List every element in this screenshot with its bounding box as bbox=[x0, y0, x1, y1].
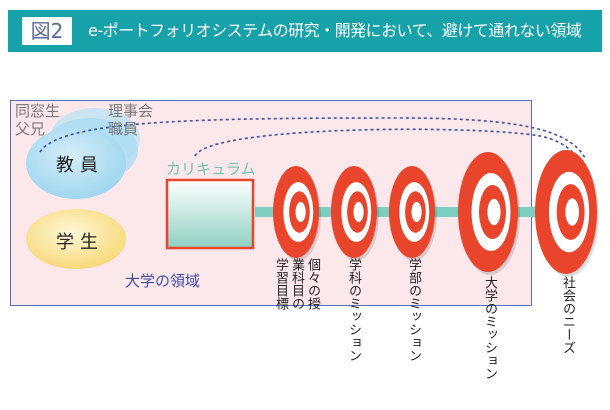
target-label-society: 社会のニーズ bbox=[560, 276, 575, 354]
target-label-department: 学科のミッション bbox=[346, 258, 361, 362]
target-label-course: 個々の授業科目の学習目標 bbox=[273, 258, 320, 310]
target-2 bbox=[331, 166, 379, 261]
title-bar: 図2 e-ポートフォリオシステムの研究・開発において、避けて通れない領域 bbox=[8, 10, 602, 52]
dotted-connector-outer bbox=[39, 117, 586, 159]
students-label: 学生 bbox=[56, 232, 104, 253]
dotted-connector-curriculum bbox=[194, 128, 581, 166]
alumni-label: 同窓生 bbox=[15, 102, 61, 120]
curriculum-label: カリキュラム bbox=[166, 160, 256, 178]
board-label: 理事会 bbox=[108, 102, 154, 120]
figure-title: e-ポートフォリオシステムの研究・開発において、避けて通れない領域 bbox=[88, 21, 582, 40]
region-label: 大学の領域 bbox=[125, 272, 201, 290]
figure-label: 図2 bbox=[22, 17, 72, 45]
students-ellipse bbox=[26, 209, 126, 269]
target-3 bbox=[389, 166, 437, 261]
target-label-university: 大学のミッション bbox=[482, 276, 497, 380]
target-label-faculty: 学部のミッション bbox=[406, 258, 421, 362]
target-1 bbox=[273, 166, 321, 261]
parents-label: 父兄 bbox=[15, 120, 46, 138]
target-4 bbox=[458, 152, 520, 275]
university-region bbox=[10, 100, 532, 306]
faculty-ellipse bbox=[26, 127, 126, 199]
target-5 bbox=[535, 150, 599, 277]
curriculum-box bbox=[165, 178, 255, 250]
faculty-label: 教員 bbox=[56, 155, 104, 176]
staff-label: 職員 bbox=[108, 120, 139, 138]
